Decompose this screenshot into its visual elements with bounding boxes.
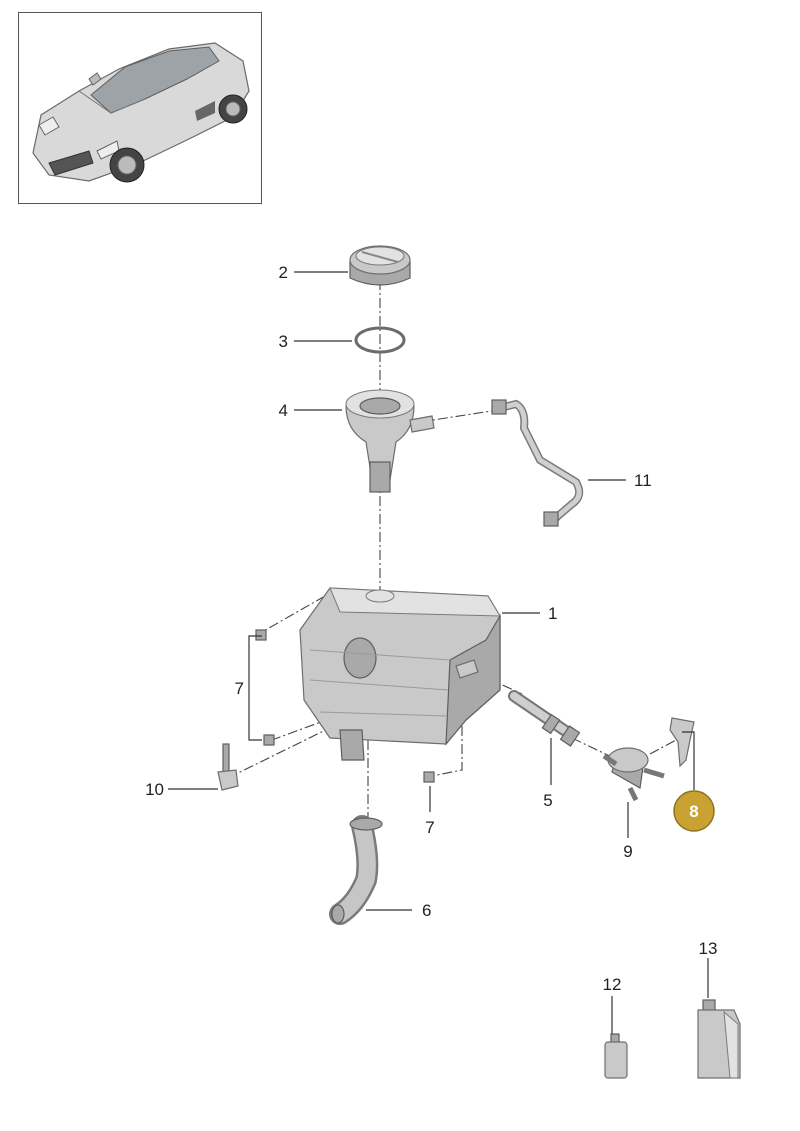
callout-3-label[interactable]: 4 bbox=[279, 401, 288, 420]
bracket-part bbox=[669, 717, 695, 768]
vehicle-thumbnail bbox=[18, 12, 262, 204]
callout-12-label[interactable]: 12 bbox=[603, 975, 622, 994]
callout-11-label[interactable]: 11 bbox=[634, 471, 652, 490]
callout-1-label[interactable]: 2 bbox=[279, 263, 288, 282]
small-bottle-part bbox=[604, 1033, 628, 1079]
valve-part bbox=[602, 747, 665, 802]
o-ring-part bbox=[354, 326, 406, 354]
large-bottle-part bbox=[697, 999, 741, 1079]
car-icon bbox=[32, 42, 250, 183]
coolant-hose-part bbox=[329, 815, 383, 925]
callout-6-label[interactable]: 7 bbox=[235, 679, 244, 698]
sensor-part bbox=[217, 743, 239, 791]
highlight-circle bbox=[673, 790, 715, 832]
connector-pipe-part bbox=[508, 690, 581, 747]
callout-5-label[interactable]: 6 bbox=[422, 901, 431, 920]
callout-2-label[interactable]: 3 bbox=[279, 332, 288, 351]
callout-8-highlight[interactable]: 8 bbox=[673, 790, 715, 832]
filler-neck-part bbox=[345, 389, 435, 493]
assembly-lines bbox=[231, 280, 677, 820]
coolant-tank-part bbox=[299, 587, 501, 761]
callout-4-label[interactable]: 5 bbox=[543, 791, 552, 810]
callout-13-label[interactable]: 13 bbox=[699, 939, 718, 958]
callout-9-label[interactable]: 9 bbox=[623, 842, 632, 861]
callout-10-label[interactable]: 10 bbox=[145, 780, 164, 799]
callout-0-label[interactable]: 1 bbox=[548, 604, 557, 623]
cap-part bbox=[349, 245, 411, 286]
nut-part bbox=[255, 629, 435, 783]
leader-lines bbox=[168, 271, 709, 1034]
callouts: 2 3 4 1 5 6 7 7 9 10 11 12 13 8 bbox=[145, 263, 717, 994]
callout-7-label[interactable]: 7 bbox=[425, 818, 434, 837]
vent-hose-part bbox=[491, 399, 584, 527]
callout-8-label: 8 bbox=[689, 802, 698, 821]
